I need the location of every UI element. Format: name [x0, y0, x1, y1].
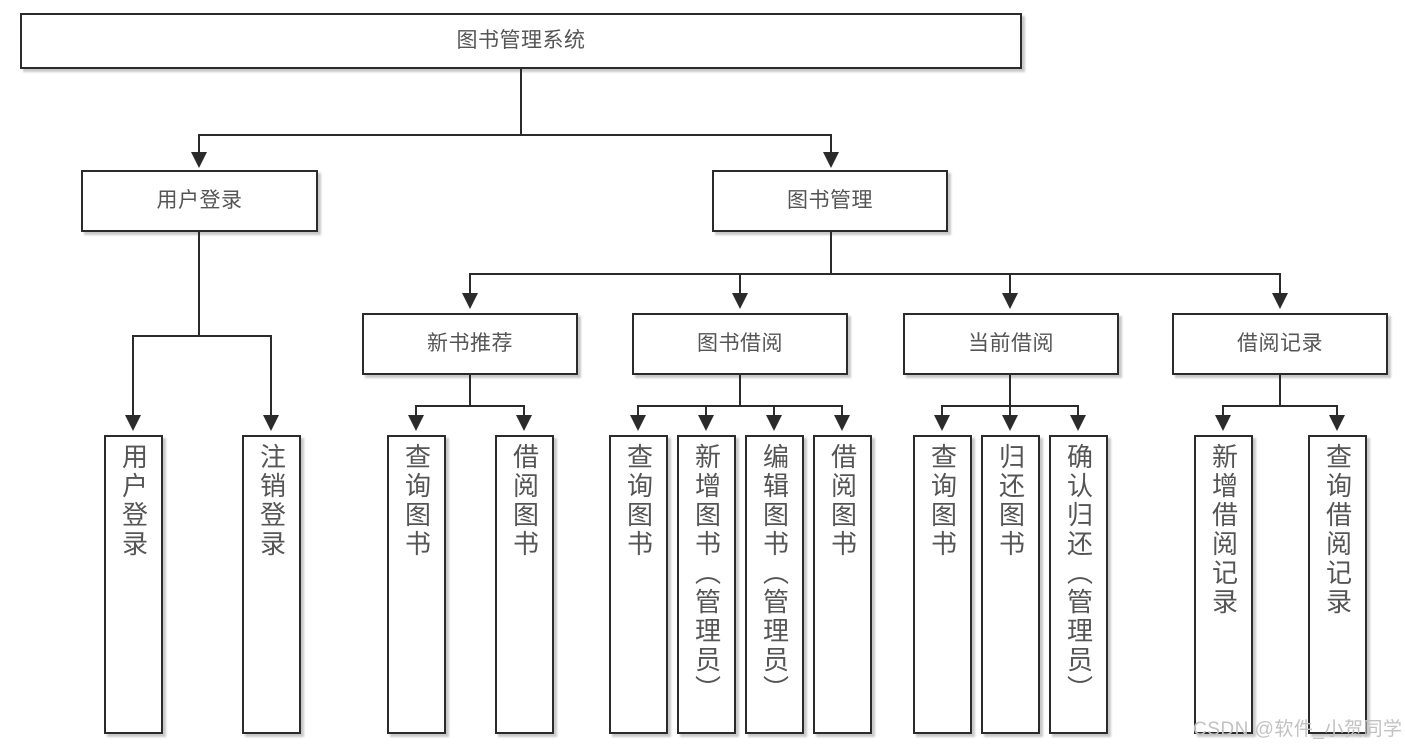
arrow-bm-to-new-book	[462, 293, 478, 309]
arrow-root-to-book-manage	[823, 152, 839, 168]
connector-cb-drop-2	[1009, 405, 1011, 417]
watermark: CSDN @软件_小贺同学	[1193, 719, 1403, 740]
arrow-bm-to-current-borrow	[1002, 293, 1018, 309]
leaf-new-book-2[interactable]: 借阅图书	[495, 435, 554, 734]
connector-borrow-record-bus	[1222, 405, 1338, 407]
node-user-login-label: 用户登录	[156, 189, 243, 213]
arrow-cb-leaf-2	[1002, 415, 1018, 431]
node-book-borrow[interactable]: 图书借阅	[632, 313, 848, 375]
arrow-bm-to-borrow-record	[1272, 293, 1288, 309]
connector-bb-drop-1	[637, 405, 639, 417]
connector-root-to-book-manage	[830, 134, 832, 154]
connector-new-book-stem	[469, 375, 471, 406]
connector-root-to-user-login	[198, 134, 200, 154]
connector-book-borrow-bus	[637, 405, 841, 407]
arrow-cb-leaf-3	[1070, 415, 1086, 431]
leaf-book-borrow-2[interactable]: 新增图书（管理员）	[677, 435, 736, 734]
connector-new-book-bus	[415, 405, 525, 407]
node-book-manage[interactable]: 图书管理	[712, 170, 948, 232]
leaf-new-book-1[interactable]: 查询图书	[387, 435, 446, 734]
leaf-current-borrow-2-label: 归还图书	[995, 443, 1026, 559]
node-borrow-record-label: 借阅记录	[1237, 332, 1323, 356]
node-user-login[interactable]: 用户登录	[81, 170, 318, 232]
connector-user-login-drop-1	[132, 335, 134, 417]
arrow-user-login-leaf-2	[263, 415, 279, 431]
connector-bb-drop-4	[841, 405, 843, 417]
connector-bm-drop-1	[469, 273, 471, 295]
leaf-new-book-1-label: 查询图书	[401, 443, 432, 559]
arrow-bb-leaf-4	[834, 415, 850, 431]
leaf-borrow-record-2[interactable]: 查询借阅记录	[1308, 435, 1367, 734]
connector-bb-drop-3	[773, 405, 775, 417]
connector-nb-drop-1	[415, 405, 417, 417]
leaf-current-borrow-3-label: 确认归还（管理员）	[1063, 443, 1094, 704]
arrow-bb-leaf-1	[630, 415, 646, 431]
node-new-book-label: 新书推荐	[427, 332, 513, 356]
leaf-book-borrow-2-label: 新增图书（管理员）	[691, 443, 722, 704]
connector-cb-drop-1	[941, 405, 943, 417]
leaf-book-borrow-1[interactable]: 查询图书	[609, 435, 668, 734]
node-borrow-record[interactable]: 借阅记录	[1172, 313, 1388, 375]
arrow-bm-to-book-borrow	[732, 293, 748, 309]
arrow-br-leaf-2	[1329, 415, 1345, 431]
arrow-bb-leaf-2	[698, 415, 714, 431]
connector-book-borrow-stem	[739, 375, 741, 406]
arrow-cb-leaf-1	[934, 415, 950, 431]
connector-bb-drop-2	[705, 405, 707, 417]
leaf-current-borrow-3[interactable]: 确认归还（管理员）	[1049, 435, 1108, 734]
leaf-new-book-2-label: 借阅图书	[509, 443, 540, 559]
connector-book-manage-bus	[469, 273, 1281, 275]
connector-root-stem	[520, 69, 522, 135]
connector-br-drop-1	[1222, 405, 1224, 417]
node-new-book[interactable]: 新书推荐	[362, 313, 578, 375]
connector-cb-drop-3	[1077, 405, 1079, 417]
connector-user-login-drop-2	[270, 335, 272, 417]
leaf-user-login-1[interactable]: 用户登录	[104, 435, 163, 734]
node-current-borrow-label: 当前借阅	[968, 332, 1054, 356]
arrow-root-to-user-login	[191, 152, 207, 168]
leaf-book-borrow-1-label: 查询图书	[623, 443, 654, 559]
leaf-book-borrow-4-label: 借阅图书	[827, 443, 858, 559]
node-root-label: 图书管理系统	[456, 29, 586, 53]
connector-book-manage-stem	[830, 232, 832, 274]
leaf-current-borrow-1[interactable]: 查询图书	[913, 435, 972, 734]
connector-root-bus	[198, 134, 832, 136]
arrow-nb-leaf-2	[516, 415, 532, 431]
connector-br-drop-2	[1336, 405, 1338, 417]
connector-user-login-bus	[132, 335, 272, 337]
leaf-user-login-1-label: 用户登录	[118, 443, 149, 559]
leaf-borrow-record-1[interactable]: 新增借阅记录	[1194, 435, 1253, 734]
connector-current-borrow-stem	[1009, 375, 1011, 406]
connector-user-login-stem	[198, 232, 200, 336]
connector-nb-drop-2	[523, 405, 525, 417]
connector-bm-drop-3	[1009, 273, 1011, 295]
leaf-borrow-record-1-label: 新增借阅记录	[1208, 443, 1239, 617]
arrow-bb-leaf-3	[766, 415, 782, 431]
leaf-book-borrow-3[interactable]: 编辑图书（管理员）	[745, 435, 804, 734]
node-root[interactable]: 图书管理系统	[20, 13, 1022, 69]
leaf-current-borrow-1-label: 查询图书	[927, 443, 958, 559]
leaf-current-borrow-2[interactable]: 归还图书	[981, 435, 1040, 734]
leaf-borrow-record-2-label: 查询借阅记录	[1322, 443, 1353, 617]
connector-bm-drop-4	[1279, 273, 1281, 295]
node-current-borrow[interactable]: 当前借阅	[903, 313, 1119, 375]
node-book-borrow-label: 图书借阅	[697, 332, 783, 356]
connector-borrow-record-stem	[1279, 375, 1281, 406]
leaf-book-borrow-3-label: 编辑图书（管理员）	[759, 443, 790, 704]
arrow-nb-leaf-1	[408, 415, 424, 431]
leaf-user-login-2-label: 注销登录	[256, 443, 287, 559]
connector-bm-drop-2	[739, 273, 741, 295]
node-book-manage-label: 图书管理	[787, 189, 873, 213]
leaf-user-login-2[interactable]: 注销登录	[242, 435, 301, 734]
arrow-br-leaf-1	[1215, 415, 1231, 431]
leaf-book-borrow-4[interactable]: 借阅图书	[813, 435, 872, 734]
arrow-user-login-leaf-1	[125, 415, 141, 431]
